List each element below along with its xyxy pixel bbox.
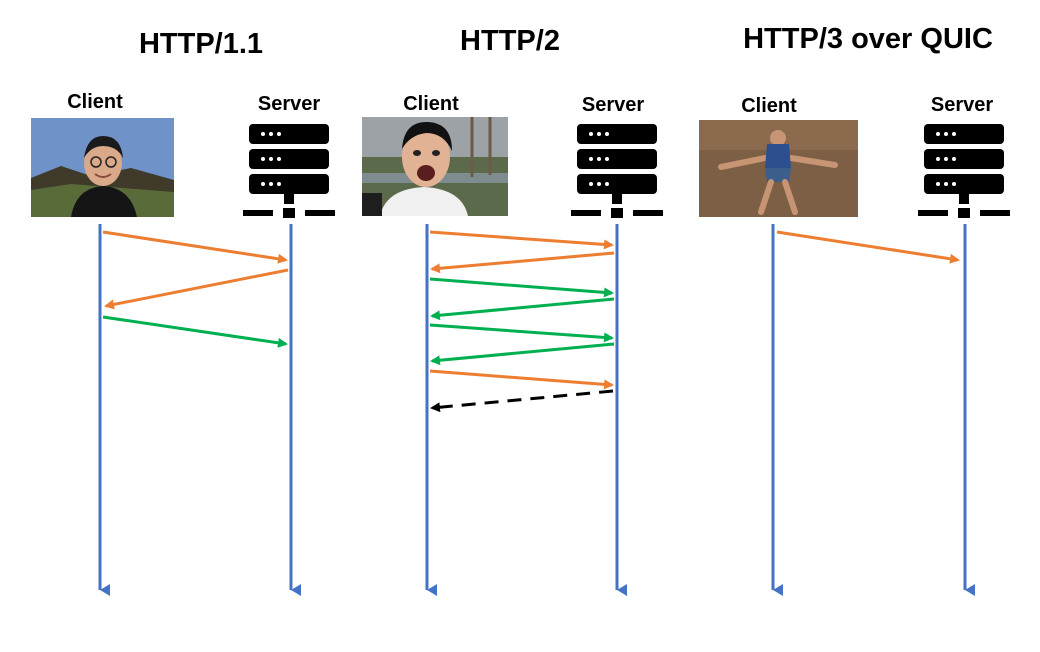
panel-title-http2: HTTP/2 xyxy=(460,25,560,57)
http2-response-arrow-2 xyxy=(430,297,615,321)
http2-request-arrow-1 xyxy=(429,230,614,250)
http2-request-arrow-2 xyxy=(429,277,614,298)
server-icon-http1 xyxy=(243,124,335,218)
panel-title-http1: HTTP/1.1 xyxy=(138,28,264,60)
http1-second-request-arrow xyxy=(102,315,288,348)
server-label-http2: Server xyxy=(581,94,645,116)
server-label-http1: Server xyxy=(257,93,321,115)
http2-pending-response-arrow xyxy=(430,389,614,413)
http1-request-arrow xyxy=(102,230,288,264)
server-icon-http2 xyxy=(571,124,663,218)
http2-response-arrow-3 xyxy=(430,342,615,366)
panel-title-http3: HTTP/3 over QUIC xyxy=(743,23,993,55)
http2-request-arrow-3 xyxy=(429,323,614,343)
http3-request-arrow xyxy=(776,230,960,264)
client-photo-http2 xyxy=(362,117,508,216)
client-photo-http3 xyxy=(699,120,858,217)
server-icon-http3 xyxy=(918,124,1010,218)
server-label-http3: Server xyxy=(930,94,994,116)
client-photo-http1 xyxy=(31,118,174,217)
http2-request-arrow-4 xyxy=(429,369,614,390)
http1-response-arrow xyxy=(104,268,289,310)
client-label-http3: Client xyxy=(741,95,797,117)
client-label-http1: Client xyxy=(67,91,123,113)
client-label-http2: Client xyxy=(403,93,459,115)
http2-response-arrow-1 xyxy=(430,251,615,274)
